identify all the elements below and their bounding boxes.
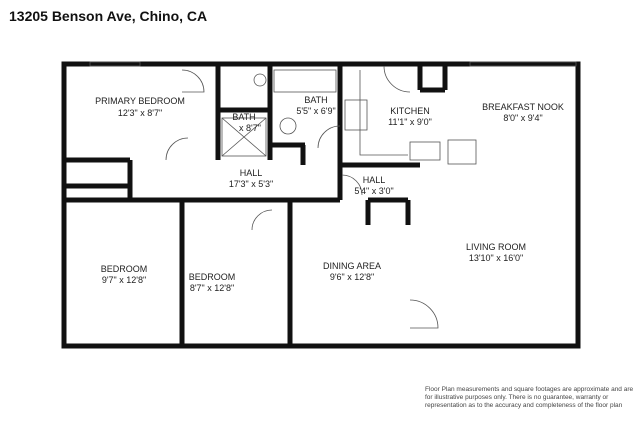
room-labels: PRIMARY BEDROOM 12'3" x 8'7" BATH x 8'7"… — [95, 95, 564, 293]
room-dims: 8'7" x 12'8" — [190, 283, 234, 293]
room-dims: x 8'7" — [239, 123, 261, 133]
room-dims: 12'3" x 8'7" — [118, 108, 162, 118]
room-name: BATH — [304, 95, 327, 105]
room-dims: 11'1" x 9'0" — [388, 117, 432, 127]
fixtures — [89, 61, 577, 329]
room-dims: 17'3" x 5'3" — [229, 179, 273, 189]
disclaimer: Floor Plan measurements and square foota… — [425, 386, 634, 409]
room-name: PRIMARY BEDROOM — [95, 96, 185, 106]
room-dims: 8'0" x 9'4" — [503, 113, 542, 123]
room-dims: 13'10" x 16'0" — [469, 253, 523, 263]
room-name: DINING AREA — [323, 261, 381, 271]
room-name: BATH — [232, 112, 255, 122]
room-name: BREAKFAST NOOK — [482, 102, 564, 112]
room-name: BEDROOM — [189, 272, 236, 282]
room-dims: 9'7" x 12'8" — [102, 275, 146, 285]
room-dims: 5'5" x 6'9" — [296, 106, 335, 116]
room-name: BEDROOM — [101, 264, 148, 274]
room-name: LIVING ROOM — [466, 242, 526, 252]
room-name: HALL — [240, 168, 263, 178]
walls — [61, 61, 581, 349]
property-address: 13205 Benson Ave, Chino, CA — [9, 8, 208, 24]
room-name: KITCHEN — [390, 106, 430, 116]
room-name: HALL — [363, 175, 386, 185]
room-dims: 5'4" x 3'0" — [354, 186, 393, 196]
room-dims: 9'6" x 12'8" — [330, 272, 374, 282]
